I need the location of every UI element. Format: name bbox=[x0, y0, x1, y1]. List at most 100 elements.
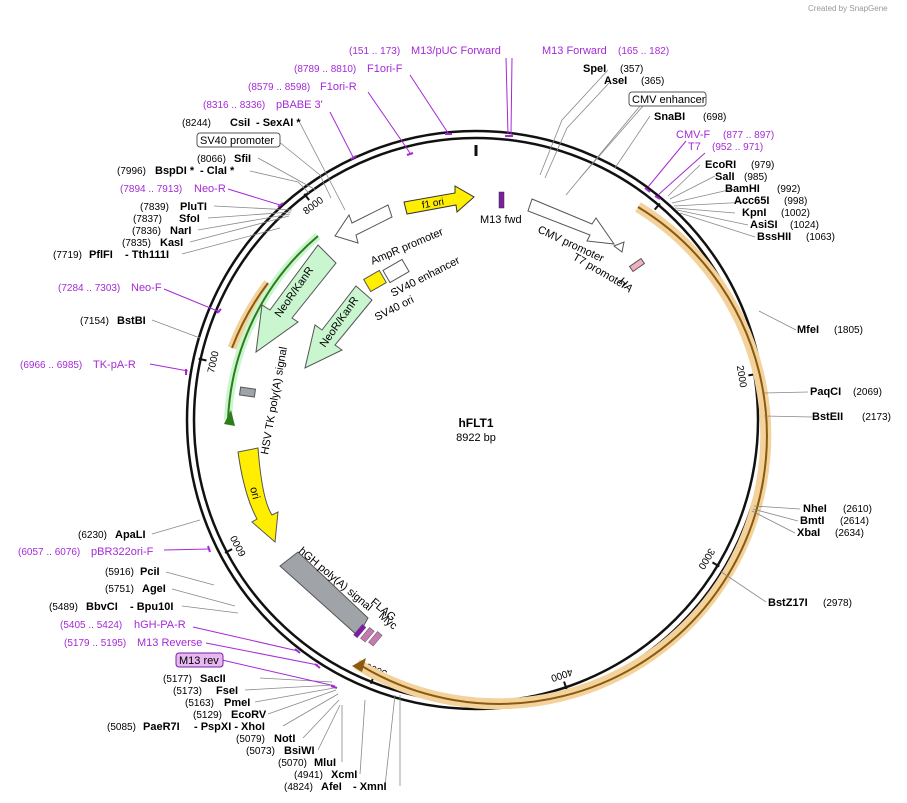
enzyme-pos: (7835) bbox=[122, 238, 151, 249]
enzyme-label[interactable]: BssHII bbox=[757, 231, 791, 243]
enzyme-label[interactable]: NarI bbox=[170, 225, 191, 237]
enzyme-pos: (5177) bbox=[163, 674, 192, 685]
sv40-ori-feature[interactable] bbox=[363, 269, 387, 293]
tick-mark bbox=[224, 548, 233, 554]
enzyme-label[interactable]: BamHI bbox=[725, 183, 760, 195]
enzyme-label[interactable]: BstEII bbox=[812, 411, 843, 423]
enzyme-label[interactable]: PflFI bbox=[89, 249, 113, 261]
enzyme-extra[interactable]: - Tth111I bbox=[125, 249, 169, 261]
enzyme-label[interactable]: SfiI bbox=[234, 153, 251, 165]
tick-label: 8000 bbox=[301, 195, 326, 217]
enzyme-label[interactable]: PluTI bbox=[180, 201, 207, 213]
primer-name[interactable]: M13 Forward bbox=[542, 45, 607, 57]
enzyme-extra[interactable]: - PspXI - XhoI bbox=[194, 721, 265, 733]
primer-name[interactable]: pBABE 3' bbox=[276, 99, 323, 111]
f1-ori-feature[interactable] bbox=[403, 185, 475, 215]
enzyme-label[interactable]: Acc65I bbox=[734, 195, 769, 207]
enzyme-label[interactable]: BbvCI bbox=[86, 601, 118, 613]
enzyme-label[interactable]: BspDI * bbox=[155, 165, 195, 177]
enzyme-label[interactable]: BmtI bbox=[800, 515, 824, 527]
enzyme-label[interactable]: ApaLI bbox=[115, 529, 146, 541]
enzyme-label[interactable]: BsiWI bbox=[284, 745, 315, 757]
enzyme-label[interactable]: AfeI bbox=[321, 781, 342, 793]
m13-rev-box[interactable] bbox=[175, 652, 224, 668]
enzyme-label[interactable]: AsiSI bbox=[750, 219, 778, 231]
enzyme-label[interactable]: XbaI bbox=[797, 527, 820, 539]
enzyme-label[interactable]: EcoRI bbox=[705, 159, 736, 171]
enzyme-label[interactable]: NotI bbox=[274, 733, 295, 745]
cmv-promoter-feature[interactable] bbox=[527, 198, 616, 245]
enzyme-label[interactable]: SpeI bbox=[583, 63, 606, 75]
sv40-enhancer-feature[interactable] bbox=[382, 258, 410, 284]
enzyme-label[interactable]: SnaBI bbox=[654, 111, 685, 123]
primer-name[interactable]: F1ori-R bbox=[320, 81, 357, 93]
enzyme-label[interactable]: KasI bbox=[160, 237, 183, 249]
enzyme-extra[interactable]: - XmnI bbox=[353, 781, 387, 793]
primer-range: (6057 .. 6076) bbox=[18, 547, 80, 558]
enzyme-pos: (992) bbox=[777, 184, 800, 195]
t7-promoter-feature[interactable] bbox=[612, 241, 625, 253]
enzyme-label[interactable]: BstZ17I bbox=[768, 597, 808, 609]
ha-tag-feature[interactable] bbox=[628, 257, 646, 273]
primer-connectors bbox=[149, 57, 706, 687]
primer-name[interactable]: Neo-R bbox=[194, 183, 226, 195]
primer-name[interactable]: Neo-F bbox=[131, 282, 162, 294]
enzyme-pos: (979) bbox=[751, 160, 774, 171]
enzyme-label[interactable]: FseI bbox=[216, 685, 238, 697]
m13-fwd-label: M13 fwd bbox=[480, 214, 522, 226]
enzyme-label[interactable]: EcoRV bbox=[231, 709, 267, 721]
primer-name[interactable]: CMV-F bbox=[676, 129, 711, 141]
sv40-promoter-box[interactable] bbox=[196, 132, 281, 148]
enzyme-label[interactable]: KpnI bbox=[742, 207, 766, 219]
enzyme-label[interactable]: XcmI bbox=[331, 769, 357, 781]
ampr-promoter-feature[interactable] bbox=[334, 204, 393, 244]
enzyme-pos: (6230) bbox=[78, 530, 107, 541]
primer-name[interactable]: F1ori-F bbox=[367, 63, 403, 75]
enzyme-pos: (5489) bbox=[49, 602, 78, 613]
enzyme-label[interactable]: BstBI bbox=[117, 315, 146, 327]
enzyme-label[interactable]: PciI bbox=[140, 566, 160, 578]
flag-feature[interactable] bbox=[360, 627, 375, 643]
enzyme-label[interactable]: PmeI bbox=[224, 697, 250, 709]
enzyme-label[interactable]: MluI bbox=[314, 757, 336, 769]
primer-range: (8579 .. 8598) bbox=[248, 82, 310, 93]
enzyme-pos: (5073) bbox=[246, 746, 275, 757]
m13-rev-marker bbox=[353, 624, 367, 639]
enzyme-extra[interactable]: - SexAI * bbox=[256, 117, 301, 129]
enzyme-pos: (7839) bbox=[140, 202, 169, 213]
enzyme-pos: (4941) bbox=[294, 770, 323, 781]
enzyme-label[interactable]: AgeI bbox=[142, 583, 166, 595]
enzyme-label[interactable]: NheI bbox=[803, 503, 827, 515]
myc-feature[interactable] bbox=[368, 631, 383, 647]
primer-name[interactable]: hGH-PA-R bbox=[134, 619, 186, 631]
plasmid-size: 8922 bp bbox=[456, 432, 496, 444]
neo-arc-orange bbox=[231, 282, 269, 349]
ori-feature[interactable] bbox=[237, 447, 279, 544]
primer-name[interactable]: M13 Reverse bbox=[137, 637, 202, 649]
primer-name[interactable]: TK-pA-R bbox=[93, 359, 136, 371]
primer-name[interactable]: pBR322ori-F bbox=[91, 546, 154, 558]
enzyme-label[interactable]: AseI bbox=[604, 75, 627, 87]
enzyme-label[interactable]: PaeR7I bbox=[143, 721, 180, 733]
enzyme-pos: (7837) bbox=[133, 214, 162, 225]
primer-name[interactable]: M13/pUC Forward bbox=[411, 45, 501, 57]
enzyme-label[interactable]: SfoI bbox=[179, 213, 200, 225]
enzyme-label[interactable]: PaqCI bbox=[810, 386, 841, 398]
neor-kanr-inner-feature[interactable] bbox=[304, 285, 373, 369]
enzyme-label[interactable]: CsiI bbox=[230, 117, 250, 129]
primer-range: (165 .. 182) bbox=[618, 46, 669, 57]
primer-name[interactable]: T7 bbox=[688, 141, 701, 153]
hgh-polya-feature[interactable] bbox=[279, 551, 369, 637]
enzyme-label[interactable]: SalI bbox=[715, 171, 735, 183]
enzyme-pos: (5173) bbox=[173, 686, 202, 697]
enzyme-extra[interactable]: - Bpu10I bbox=[130, 601, 173, 613]
hsv-tk-feature[interactable] bbox=[238, 386, 257, 398]
enzyme-label[interactable]: MfeI bbox=[797, 324, 819, 336]
enzyme-pos: (8244) bbox=[182, 118, 211, 129]
neor-kanr-outer-feature[interactable] bbox=[255, 244, 337, 354]
cmv-enhancer-box[interactable] bbox=[628, 91, 707, 107]
enzyme-label[interactable]: SacII bbox=[200, 673, 226, 685]
enzyme-extra[interactable]: - ClaI * bbox=[200, 165, 235, 177]
neo-arrowhead bbox=[224, 410, 235, 426]
cmv-enhancer-label: CMV enhancer bbox=[632, 94, 706, 106]
